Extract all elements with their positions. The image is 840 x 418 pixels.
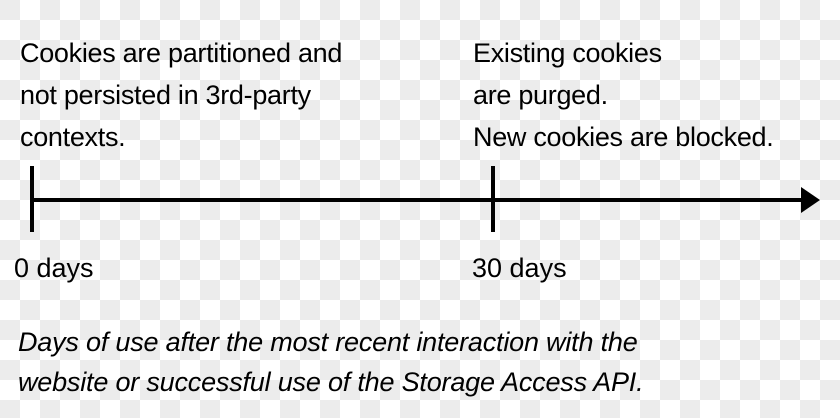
tick-label-day-0: 0 days bbox=[14, 253, 94, 283]
day-30-description-line: New cookies are blocked. bbox=[473, 122, 774, 152]
tick-label-day-30: 30 days bbox=[472, 253, 567, 283]
day-0-description: Cookies are partitioned and not persiste… bbox=[20, 32, 342, 158]
day-0-description-line: not persisted in 3rd-party bbox=[20, 80, 311, 110]
day-30-description: Existing cookies are purged. New cookies… bbox=[473, 32, 774, 158]
day-0-description-line: Cookies are partitioned and bbox=[20, 38, 343, 68]
axis-caption: Days of use after the most recent intera… bbox=[18, 322, 644, 402]
day-0-description-line: contexts. bbox=[20, 122, 126, 152]
day-30-description-line: are purged. bbox=[473, 80, 608, 110]
axis-caption-line: website or successful use of the Storage… bbox=[18, 367, 644, 397]
day-30-description-line: Existing cookies bbox=[473, 38, 662, 68]
arrow-right-icon bbox=[801, 187, 820, 213]
axis-caption-line: Days of use after the most recent intera… bbox=[18, 327, 638, 357]
